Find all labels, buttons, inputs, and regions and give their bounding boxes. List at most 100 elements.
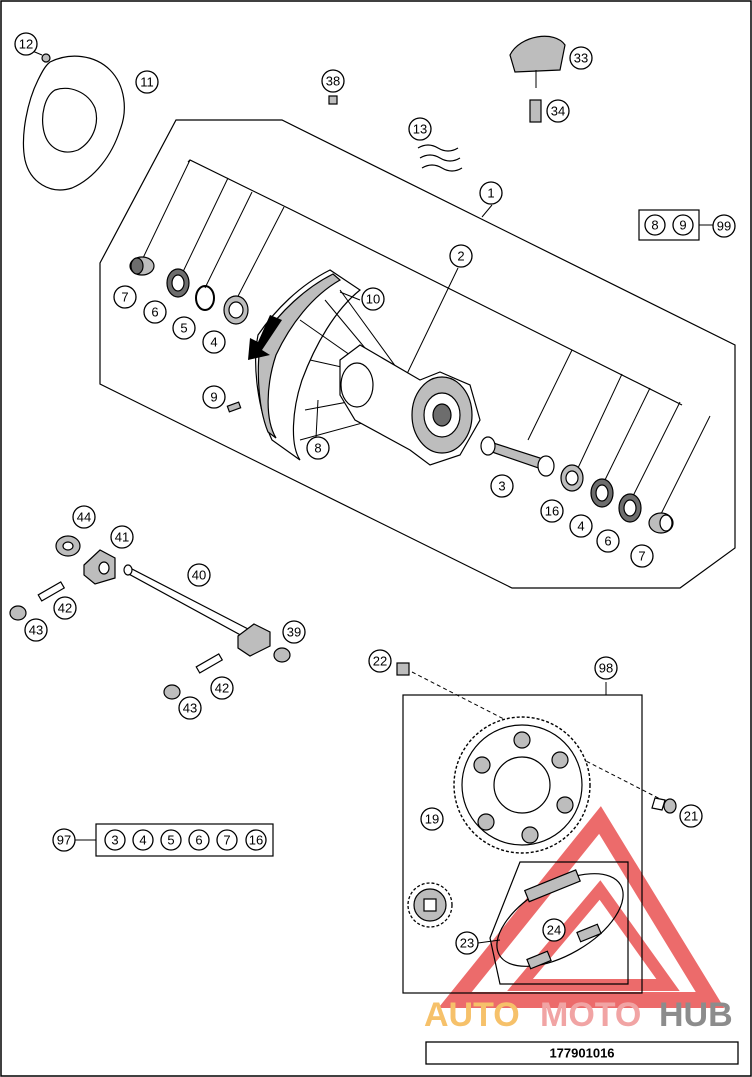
kit-99-item-2-label: 9 xyxy=(679,218,686,233)
kit-97-item-5-label: 7 xyxy=(223,833,230,848)
leader-5 xyxy=(204,191,253,289)
leader-16 xyxy=(577,373,623,469)
callout-10-label: 10 xyxy=(366,292,380,307)
callout-7-right[interactable]: 7 xyxy=(630,544,654,568)
callout-11[interactable]: 11 xyxy=(135,70,159,94)
leader-4b xyxy=(603,387,651,483)
callout-9-label: 9 xyxy=(210,390,217,405)
callout-24-label: 24 xyxy=(547,923,561,938)
callout-43-left[interactable]: 43 xyxy=(24,618,48,642)
callout-2[interactable]: 2 xyxy=(449,244,473,268)
callout-21[interactable]: 21 xyxy=(679,804,703,828)
leader-23 xyxy=(477,939,501,944)
kit-97-item-5[interactable]: 7 xyxy=(216,829,238,851)
kit-97-item-6[interactable]: 16 xyxy=(245,829,267,851)
callout-16-label: 16 xyxy=(545,504,559,519)
spacer-7-right xyxy=(648,512,674,534)
callout-22[interactable]: 22 xyxy=(368,649,392,673)
axle-nut-39 xyxy=(273,647,291,663)
leader-7a xyxy=(142,159,191,259)
callout-1[interactable]: 1 xyxy=(479,181,503,205)
kit-97-item-1[interactable]: 3 xyxy=(104,829,126,851)
callout-39[interactable]: 39 xyxy=(282,620,306,644)
callout-40[interactable]: 40 xyxy=(187,563,211,587)
callout-34[interactable]: 34 xyxy=(546,99,570,123)
leader-3 xyxy=(527,349,573,441)
callout-98[interactable]: 98 xyxy=(594,656,618,680)
callout-3-label: 3 xyxy=(498,479,505,494)
callout-6-right-label: 6 xyxy=(604,534,611,549)
callout-8-label: 8 xyxy=(314,441,321,456)
watermark-text-auto: AUTO xyxy=(424,996,520,1034)
callout-11-label: 11 xyxy=(140,75,154,90)
watermark-text: AUTO MOTO HUB xyxy=(424,996,733,1034)
kit-99-item-2[interactable]: 9 xyxy=(672,214,694,236)
screw-12 xyxy=(41,53,51,63)
nut-43-left xyxy=(9,605,27,621)
callout-6-left[interactable]: 6 xyxy=(143,300,167,324)
rim-lock-nut-34 xyxy=(529,99,542,123)
chain-adjuster-41 xyxy=(83,549,116,585)
bearing-4-left xyxy=(223,295,249,325)
callout-6-right[interactable]: 6 xyxy=(596,529,620,553)
sprocket-kit-frame-98 xyxy=(402,694,643,994)
drawing-number: 177901016 xyxy=(549,1046,614,1061)
callout-19[interactable]: 19 xyxy=(420,807,444,831)
kit-97-item-1-label: 3 xyxy=(111,833,118,848)
callout-33[interactable]: 33 xyxy=(569,46,593,70)
rim-lock-33 xyxy=(509,35,566,88)
callout-5[interactable]: 5 xyxy=(172,316,196,340)
callout-23[interactable]: 23 xyxy=(455,931,479,955)
callout-8[interactable]: 8 xyxy=(306,436,330,460)
kit-97-item-4-label: 6 xyxy=(195,833,202,848)
kit-97-item-6-label: 16 xyxy=(249,833,263,848)
callout-13[interactable]: 13 xyxy=(408,117,432,141)
callout-38[interactable]: 38 xyxy=(321,69,345,93)
callout-24[interactable]: 24 xyxy=(542,918,566,942)
callout-99-label: 99 xyxy=(717,219,731,234)
kit-97-item-4[interactable]: 6 xyxy=(188,829,210,851)
kit-97-item-3[interactable]: 5 xyxy=(160,829,182,851)
rear-sprocket-19 xyxy=(453,716,591,854)
leader-2 xyxy=(404,267,459,379)
watermark-text-hub: HUB xyxy=(659,996,733,1034)
wheel-rim-10 xyxy=(255,269,362,461)
callout-12[interactable]: 12 xyxy=(14,32,38,56)
callout-43-right[interactable]: 43 xyxy=(178,696,202,720)
callout-16[interactable]: 16 xyxy=(540,499,564,523)
callout-43-left-label: 43 xyxy=(29,623,43,638)
callout-4-right-label: 4 xyxy=(577,519,584,534)
callout-4-right[interactable]: 4 xyxy=(569,514,593,538)
callout-7-right-label: 7 xyxy=(638,549,645,564)
leader-8 xyxy=(315,399,319,439)
bearing-4-right xyxy=(590,478,614,508)
kit-99-item-1[interactable]: 8 xyxy=(644,214,666,236)
callout-22-label: 22 xyxy=(373,654,387,669)
chain-adjuster-right xyxy=(237,623,271,657)
brake-disc-11 xyxy=(22,55,125,191)
callout-4-left[interactable]: 4 xyxy=(202,330,226,354)
callout-44[interactable]: 44 xyxy=(72,505,96,529)
callout-3[interactable]: 3 xyxy=(490,474,514,498)
callout-7-left[interactable]: 7 xyxy=(113,285,137,309)
drawing-number-box xyxy=(425,1041,739,1065)
leader-1 xyxy=(481,204,493,218)
callout-9[interactable]: 9 xyxy=(202,385,226,409)
callout-42-left[interactable]: 42 xyxy=(53,596,77,620)
kit-97-item-2[interactable]: 4 xyxy=(132,829,154,851)
callout-2-label: 2 xyxy=(457,249,464,264)
spacer-3 xyxy=(480,436,555,477)
nut-44 xyxy=(55,535,81,557)
wheel-hub-2 xyxy=(339,344,481,466)
callout-41[interactable]: 41 xyxy=(110,525,134,549)
callout-99[interactable]: 99 xyxy=(712,214,736,238)
callout-7-left-label: 7 xyxy=(121,290,128,305)
callout-5-label: 5 xyxy=(180,321,187,336)
callout-97[interactable]: 97 xyxy=(52,828,76,852)
callout-10[interactable]: 10 xyxy=(361,287,385,311)
leader-7b xyxy=(659,415,711,517)
kit-97-box xyxy=(95,823,274,857)
spacer-7-left xyxy=(129,256,155,276)
callout-42-right[interactable]: 42 xyxy=(210,676,234,700)
